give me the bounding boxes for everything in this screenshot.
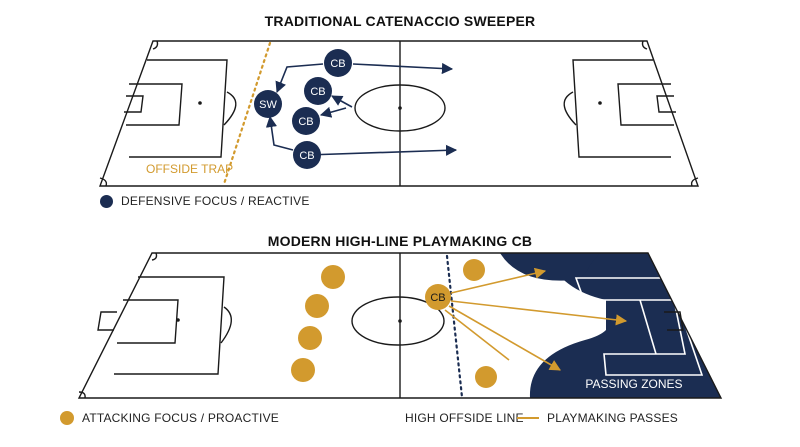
svg-text:CB: CB bbox=[330, 58, 345, 70]
top-pitch-outline bbox=[98, 40, 699, 187]
svg-text:CB: CB bbox=[299, 150, 314, 162]
svg-text:SW: SW bbox=[259, 99, 277, 111]
offside-trap-line bbox=[222, 41, 272, 186]
offside-trap-label: OFFSIDE TRAP bbox=[146, 162, 233, 176]
bottom-pitch bbox=[77, 252, 723, 399]
player-cb-1: CB bbox=[324, 49, 352, 77]
top-right-penalty-area bbox=[572, 59, 671, 158]
legend-offside-line: HIGH OFFSIDE LINE bbox=[405, 411, 524, 425]
gold-line-icon bbox=[517, 417, 539, 419]
player-sw: SW bbox=[254, 90, 282, 118]
bottom-diagram-title: MODERN HIGH-LINE PLAYMAKING CB bbox=[267, 233, 533, 249]
top-center-circle bbox=[354, 84, 446, 132]
top-movement-arrows bbox=[265, 62, 458, 156]
bottom-center-circle bbox=[351, 296, 445, 346]
high-offside-line bbox=[445, 254, 464, 399]
bottom-left-penalty-area bbox=[114, 276, 225, 375]
playmaking-passes bbox=[444, 267, 628, 371]
navy-dot-icon bbox=[100, 194, 113, 208]
svg-text:CB: CB bbox=[430, 292, 445, 304]
player-playmaking-cb: CB bbox=[425, 284, 451, 310]
legend-passes: PLAYMAKING PASSES bbox=[517, 411, 678, 425]
player-cb-4: CB bbox=[293, 141, 321, 169]
attacking-players bbox=[291, 259, 497, 388]
bottom-right-penalty-area bbox=[574, 277, 704, 376]
legend-defensive: DEFENSIVE FOCUS / REACTIVE bbox=[100, 194, 310, 208]
player-cb-2: CB bbox=[304, 77, 332, 105]
bottom-pitch-outline bbox=[77, 252, 723, 399]
svg-text:CB: CB bbox=[310, 86, 325, 98]
svg-text:CB: CB bbox=[298, 116, 313, 128]
top-diagram-title: TRADITIONAL CATENACCIO SWEEPER bbox=[264, 13, 536, 29]
passing-zones-label: PASSING ZONES bbox=[585, 377, 682, 391]
legend-attacking: ATTACKING FOCUS / PROACTIVE bbox=[60, 411, 279, 425]
top-left-penalty-area bbox=[129, 59, 228, 158]
player-cb-3: CB bbox=[292, 107, 320, 135]
top-pitch bbox=[98, 40, 699, 187]
gold-dot-icon bbox=[60, 411, 74, 425]
